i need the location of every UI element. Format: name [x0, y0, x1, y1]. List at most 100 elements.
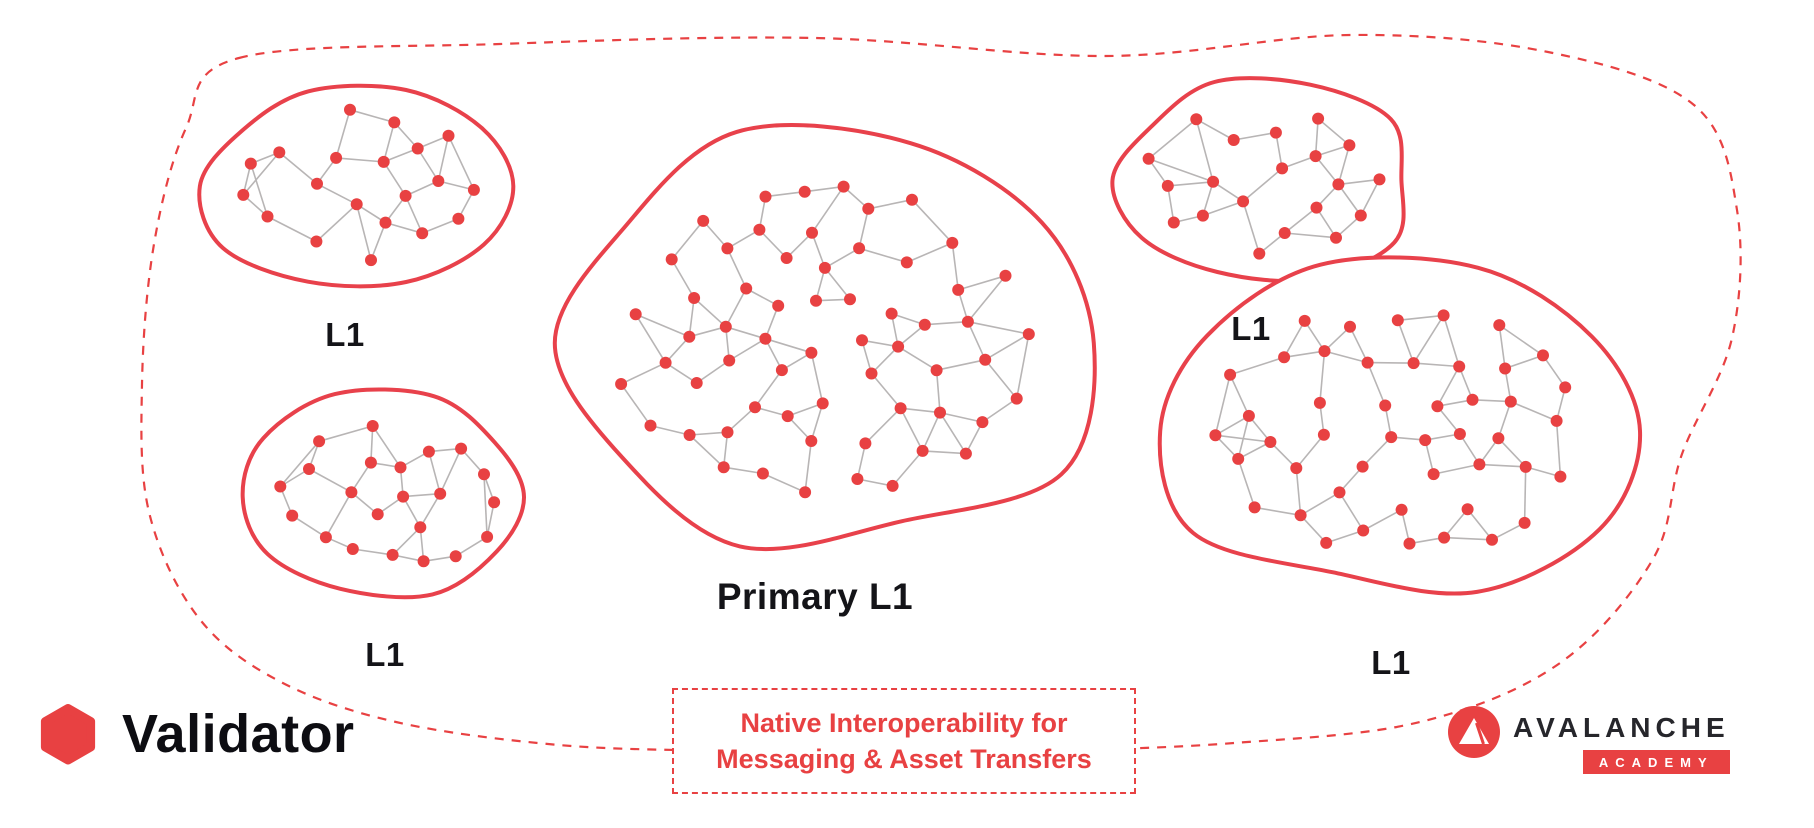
network-edge	[455, 536, 488, 557]
validator-hexagon-icon	[40, 704, 96, 765]
network-edge	[1314, 118, 1319, 157]
network-edge	[1214, 374, 1231, 436]
network-edge	[336, 157, 384, 163]
validator-node	[1550, 414, 1563, 427]
network-edge	[1148, 158, 1214, 183]
validator-node	[723, 354, 736, 367]
validator-node	[759, 332, 772, 345]
network-edge	[383, 161, 407, 197]
network-edge	[1498, 324, 1506, 369]
validator-node	[467, 183, 480, 196]
network-edge	[1362, 436, 1392, 468]
validator-node	[810, 294, 822, 307]
network-edge	[897, 345, 938, 371]
logo-brand: AVALANCHE	[1513, 712, 1730, 743]
network-edge	[1325, 529, 1364, 544]
validator-node	[1499, 362, 1512, 375]
validator-node	[1232, 452, 1245, 465]
network-edge	[745, 287, 779, 307]
network-edge	[1349, 326, 1369, 363]
network-edge	[1295, 468, 1302, 516]
validator-node	[350, 198, 363, 211]
validator-node	[717, 461, 730, 474]
network-edge	[1215, 415, 1250, 436]
network-edge	[1233, 131, 1277, 141]
network-edge	[868, 198, 913, 210]
network-edge	[957, 275, 1006, 291]
network-edge	[1237, 441, 1271, 460]
validator-node	[721, 426, 734, 439]
network-edge	[620, 362, 666, 385]
validator-node	[959, 447, 972, 460]
validator-node	[414, 521, 427, 534]
validator-node	[772, 299, 785, 312]
validator-node	[1391, 314, 1404, 327]
validator-node	[1190, 113, 1203, 126]
validator-node	[775, 364, 788, 377]
validator-node	[930, 364, 943, 377]
validator-node	[862, 202, 875, 215]
network-edge	[1314, 155, 1340, 185]
validator-node	[1453, 428, 1466, 440]
validator-node	[344, 103, 356, 116]
network-edge	[693, 297, 727, 328]
network-edge	[1397, 314, 1444, 322]
validator-node	[432, 175, 445, 187]
network-edge	[856, 443, 867, 480]
network-edge	[635, 313, 690, 338]
network-edge	[728, 338, 766, 362]
network-edge	[921, 412, 941, 452]
network-edge	[1472, 399, 1511, 403]
network-edge	[765, 337, 812, 354]
network-edge	[1319, 351, 1326, 403]
validator-node	[346, 543, 359, 555]
logo-text-block: AVALANCHE ACADEMY	[1513, 706, 1730, 774]
avalanche-academy-logo: AVALANCHE ACADEMY	[1448, 706, 1730, 774]
network-edge	[1167, 181, 1214, 187]
validator-node	[753, 223, 766, 236]
cluster-l1-bottom-left	[240, 387, 527, 600]
validator-node	[1537, 349, 1549, 362]
validator-node	[749, 401, 761, 414]
network-edge	[1338, 491, 1364, 531]
validator-node	[1344, 320, 1356, 333]
network-edge	[335, 109, 351, 159]
validator-node	[311, 177, 323, 190]
callout-line2: Messaging & Asset Transfers	[716, 744, 1092, 774]
validator-node	[1317, 428, 1330, 441]
validator-node	[1461, 503, 1474, 516]
validator-node	[934, 406, 946, 419]
validator-node	[319, 531, 332, 544]
validator-node	[688, 292, 701, 304]
network-edge	[824, 247, 860, 269]
network-edge	[1300, 514, 1327, 544]
network-edge	[1304, 320, 1326, 352]
validator-node	[417, 555, 430, 568]
network-edge	[671, 258, 695, 299]
network-edge	[936, 359, 986, 371]
network-edge	[242, 151, 280, 196]
validator-node	[1318, 345, 1331, 358]
network-edge	[765, 190, 805, 198]
cluster-label-l1-top-right: L1	[1231, 310, 1271, 347]
network-edge	[1366, 362, 1386, 406]
network-edge	[1269, 441, 1297, 469]
network-edge	[1504, 354, 1544, 370]
network-edge	[1397, 320, 1415, 364]
cluster-label-l1-bottom-left: L1	[365, 636, 405, 673]
validator-node	[900, 256, 913, 269]
validator-node	[1518, 516, 1531, 529]
network-edge	[1491, 522, 1525, 541]
validator-node	[740, 282, 753, 295]
legend-validator: Validator	[36, 702, 355, 766]
network-edge	[250, 163, 269, 217]
network-edge	[1284, 232, 1337, 239]
validator-node	[1310, 201, 1323, 214]
validator-node	[364, 456, 377, 469]
network-edge	[635, 313, 667, 364]
network-edge	[392, 526, 421, 556]
network-edge	[1510, 400, 1557, 422]
validator-node	[1224, 368, 1237, 381]
network-edge	[870, 372, 902, 409]
